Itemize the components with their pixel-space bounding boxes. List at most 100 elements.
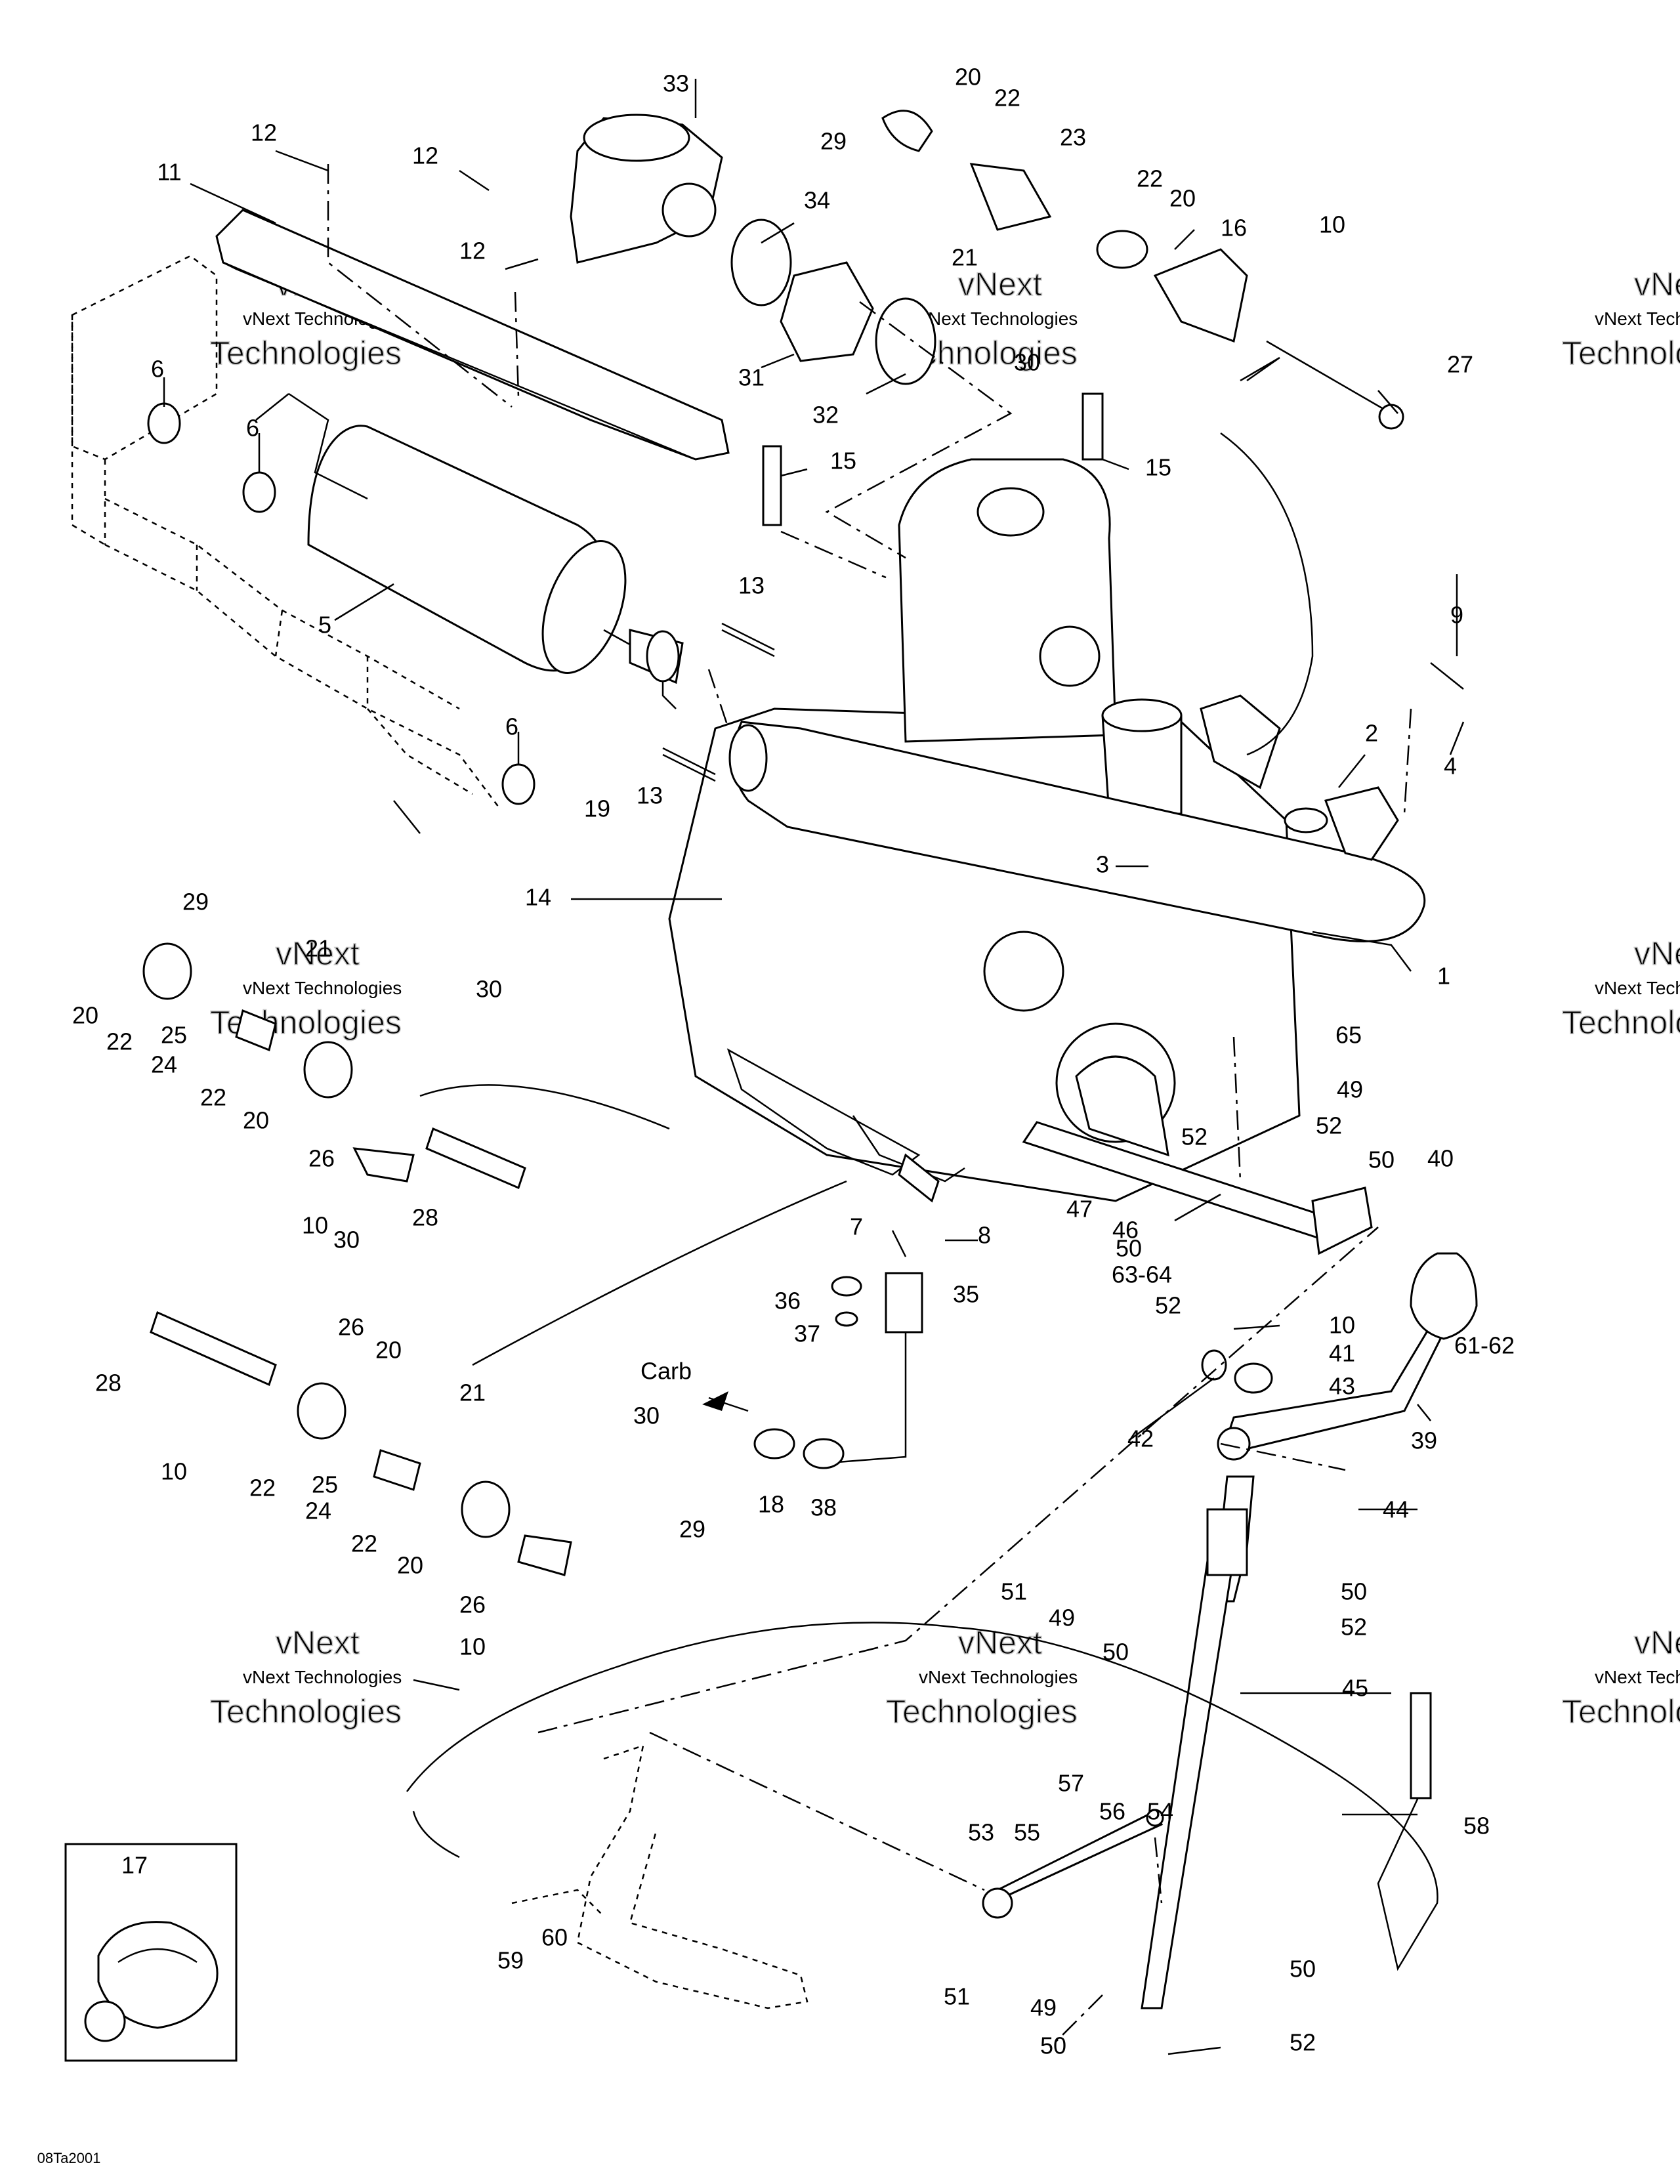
callout-2: 2 xyxy=(1365,720,1378,747)
callout-20c: 20 xyxy=(72,1002,98,1029)
callout-19: 19 xyxy=(584,795,610,822)
callout-26a: 26 xyxy=(308,1145,335,1172)
watermark-9: vNext vNext Technologies Technologies xyxy=(1561,1624,1680,1731)
callout-29a: 29 xyxy=(820,128,847,155)
callout-63-64: 63-64 xyxy=(1112,1261,1172,1288)
callout-20f: 20 xyxy=(397,1552,423,1579)
callout-20b: 20 xyxy=(1169,185,1196,212)
callout-52b: 52 xyxy=(1316,1112,1342,1139)
callout-7: 7 xyxy=(850,1213,863,1240)
callout-43: 43 xyxy=(1329,1373,1355,1400)
callout-39: 39 xyxy=(1411,1427,1437,1454)
watermark-text: Technologies xyxy=(210,1693,402,1730)
callout-5: 5 xyxy=(318,612,331,639)
watermark-text: vNext xyxy=(1634,1624,1680,1661)
callout-22e: 22 xyxy=(249,1475,276,1502)
callout-10b: 10 xyxy=(302,1212,328,1239)
callout-37: 37 xyxy=(794,1320,820,1347)
callout-35: 35 xyxy=(953,1281,979,1308)
watermark-text: vNext xyxy=(276,935,360,972)
watermark-text: vNext xyxy=(958,266,1042,303)
callout-49a: 49 xyxy=(1337,1076,1363,1103)
watermark-text: vNext Technologies xyxy=(243,1667,402,1687)
callout-50d: 50 xyxy=(1102,1639,1129,1666)
muffler xyxy=(255,392,684,709)
shift-assembly xyxy=(1022,1055,1478,1603)
callout-53: 53 xyxy=(968,1819,994,1846)
callout-20e: 20 xyxy=(375,1337,402,1364)
callout-42: 42 xyxy=(1127,1425,1154,1452)
watermark-3: vNext vNext Technologies Technologies xyxy=(1561,265,1680,372)
callout-10c: 10 xyxy=(161,1458,187,1485)
callout-6a: 6 xyxy=(151,356,164,383)
callout-54: 54 xyxy=(1147,1798,1173,1825)
callout-17: 17 xyxy=(121,1852,148,1879)
callout-26c: 26 xyxy=(459,1591,486,1618)
callout-22b: 22 xyxy=(1137,165,1163,192)
callout-29c: 29 xyxy=(679,1516,705,1543)
callout-44: 44 xyxy=(1383,1496,1409,1523)
callout-55: 55 xyxy=(1014,1819,1040,1846)
callout-58: 58 xyxy=(1463,1813,1490,1839)
watermark-8: vNext vNext Technologies Technologies xyxy=(885,1624,1078,1731)
callout-23: 23 xyxy=(1060,124,1086,151)
callout-51a: 51 xyxy=(1001,1578,1027,1605)
callout-29b: 29 xyxy=(182,889,209,915)
callout-61-62: 61-62 xyxy=(1454,1332,1515,1359)
detail-parts xyxy=(142,110,1464,1576)
callout-16: 16 xyxy=(1221,215,1247,242)
callout-28b: 28 xyxy=(95,1370,121,1396)
inset-box xyxy=(64,1843,238,2062)
watermark-text: vNext xyxy=(276,1624,360,1661)
watermark-text: vNext Technologies xyxy=(919,308,1078,329)
watermark-text: Technologies xyxy=(1562,1004,1680,1041)
callout-52e: 52 xyxy=(1290,2029,1316,2056)
callout-11: 11 xyxy=(157,159,181,186)
callout-13a: 13 xyxy=(738,572,765,599)
watermark-text: Technologies xyxy=(1562,335,1680,371)
callout-65: 65 xyxy=(1335,1022,1362,1049)
callout-13b: 13 xyxy=(637,782,663,809)
callout-25a: 25 xyxy=(161,1022,187,1049)
callout-25b: 25 xyxy=(312,1471,338,1498)
callout-10d: 10 xyxy=(459,1633,486,1660)
callout-12b: 12 xyxy=(412,142,438,169)
callout-12a: 12 xyxy=(251,119,277,146)
callout-10e: 10 xyxy=(1329,1312,1355,1339)
callout-41: 41 xyxy=(1329,1340,1355,1367)
callout-38: 38 xyxy=(810,1494,837,1521)
callout-60: 60 xyxy=(541,1924,568,1951)
callout-10a: 10 xyxy=(1319,211,1345,238)
watermark-7: vNext vNext Technologies Technologies xyxy=(209,1624,402,1731)
watermark-text: vNext Technologies xyxy=(1595,978,1680,998)
callout-36: 36 xyxy=(774,1288,801,1314)
callout-12c: 12 xyxy=(459,238,486,264)
callout-28a: 28 xyxy=(412,1204,438,1231)
callout-14: 14 xyxy=(525,884,551,911)
callout-30a: 30 xyxy=(1014,349,1040,376)
callout-50a: 50 xyxy=(1368,1146,1395,1173)
connection-lines xyxy=(327,164,1412,1904)
callout-27: 27 xyxy=(1447,351,1473,378)
heat-shield xyxy=(215,209,730,461)
callout-59: 59 xyxy=(497,1947,524,1974)
callout-24a: 24 xyxy=(151,1051,177,1078)
callout-49b: 49 xyxy=(1049,1605,1075,1631)
callout-30b: 30 xyxy=(476,976,502,1003)
callout-22d: 22 xyxy=(200,1084,226,1111)
callout-52a: 52 xyxy=(1181,1124,1208,1150)
callout-24b: 24 xyxy=(305,1498,331,1524)
callout-20a: 20 xyxy=(955,64,981,91)
callout-30c: 30 xyxy=(333,1227,360,1253)
callout-6b: 6 xyxy=(246,415,259,442)
callout-22f: 22 xyxy=(351,1530,377,1557)
callout-3: 3 xyxy=(1096,851,1109,878)
callout-50c: 50 xyxy=(1341,1578,1367,1605)
figure-code: 08Ta2001 xyxy=(37,2150,101,2166)
callout-15b: 15 xyxy=(1145,454,1171,481)
watermark-text: Technologies xyxy=(210,335,402,371)
callout-22c: 22 xyxy=(106,1028,133,1055)
callout-47: 47 xyxy=(1066,1196,1093,1223)
callout-21c: 21 xyxy=(459,1379,486,1406)
